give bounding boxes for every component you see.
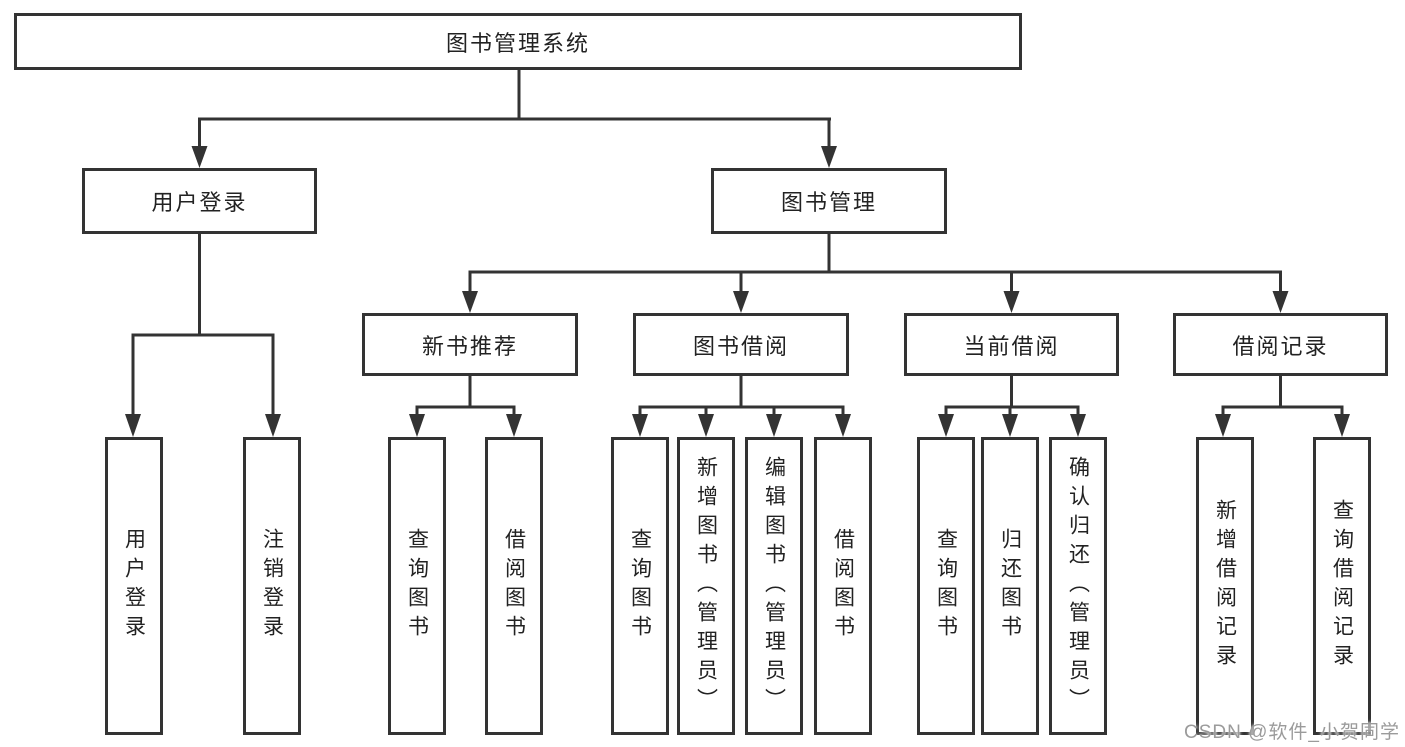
node-label: 当前借阅 <box>963 333 1060 359</box>
leaf-add-borrow-record: 新增借阅记录 <box>1196 437 1254 735</box>
leaf-user-login: 用户登录 <box>105 437 163 735</box>
leaf-confirm-return-admin: 确认归还（管理员） <box>1049 437 1107 735</box>
node-book-borrowing: 图书借阅 <box>633 313 849 376</box>
node-label: 注销登录 <box>260 528 284 644</box>
leaf-borrow-books-recommend: 借阅图书 <box>485 437 543 735</box>
node-label: 图书借阅 <box>692 333 789 359</box>
node-user-login: 用户登录 <box>82 168 317 234</box>
node-label: 新增图书（管理员） <box>694 455 718 717</box>
node-label: 确认归还（管理员） <box>1066 455 1090 717</box>
leaf-query-books-borrowing: 查询图书 <box>611 437 669 735</box>
node-new-book-recommendation: 新书推荐 <box>362 313 578 376</box>
node-label: 新书推荐 <box>421 333 518 359</box>
node-label: 查询借阅记录 <box>1330 499 1354 673</box>
node-label: 借阅图书 <box>831 528 855 644</box>
leaf-query-books-current: 查询图书 <box>917 437 975 735</box>
node-book-management: 图书管理 <box>711 168 947 234</box>
node-label: 借阅记录 <box>1232 333 1329 359</box>
leaf-edit-books-admin: 编辑图书（管理员） <box>745 437 803 735</box>
node-label: 查询图书 <box>934 528 958 644</box>
node-label: 查询图书 <box>405 528 429 644</box>
node-label: 图书管理 <box>780 190 877 215</box>
leaf-borrow-books: 借阅图书 <box>814 437 872 735</box>
leaf-return-books: 归还图书 <box>981 437 1039 735</box>
leaf-query-books-recommend: 查询图书 <box>388 437 446 735</box>
leaf-logout: 注销登录 <box>243 437 301 735</box>
node-label: 图书管理系统 <box>445 30 590 56</box>
node-label: 编辑图书（管理员） <box>762 455 786 717</box>
node-label: 借阅图书 <box>502 528 526 644</box>
node-borrowing-records: 借阅记录 <box>1173 313 1388 376</box>
csdn-watermark: CSDN @软件_小贺同学 <box>1184 722 1400 743</box>
node-label: 归还图书 <box>998 528 1022 644</box>
node-library-management-system: 图书管理系统 <box>14 13 1022 70</box>
node-label: 查询图书 <box>628 528 652 644</box>
node-label: 新增借阅记录 <box>1213 499 1237 673</box>
node-label: 用户登录 <box>122 528 146 644</box>
leaf-add-books-admin: 新增图书（管理员） <box>677 437 735 735</box>
leaf-query-borrow-record: 查询借阅记录 <box>1313 437 1371 735</box>
node-label: 用户登录 <box>151 190 248 215</box>
node-current-borrowing: 当前借阅 <box>904 313 1119 376</box>
